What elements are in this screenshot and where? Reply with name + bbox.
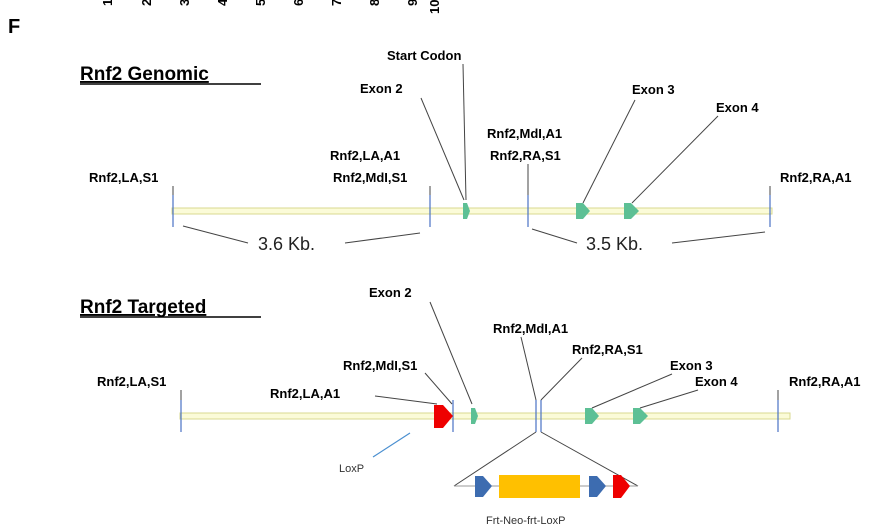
pointer-exon3 [591,373,673,409]
lane-number: 10 [427,0,442,14]
label-ra-a1: Rnf2,RA,A1 [780,170,852,185]
neo-cassette [499,475,580,498]
label-la-s1: Rnf2,LA,S1 [97,374,166,389]
label-exon4: Exon 4 [716,100,759,115]
loxp-arrow [434,405,453,428]
pointer-la-a1 [374,395,438,405]
label-mdl-s1: Rnf2,MdI,S1 [333,170,407,185]
size-bracket-left-a [182,225,249,244]
label-mdl-s1: Rnf2,MdI,S1 [343,358,417,373]
lane-number: 1 [100,0,115,6]
frt-arrow-right [589,476,606,497]
exon2-arrow [463,203,470,219]
label-exon2: Exon 2 [360,81,403,96]
label-exon4: Exon 4 [695,374,738,389]
frt-arrow-left [475,476,492,497]
lane-number: 5 [253,0,268,6]
pointer-mdl-s1 [424,372,453,405]
label-ra-s1: Rnf2,RA,S1 [572,342,643,357]
exon3-arrow [576,203,590,219]
pointer-exon4 [639,389,699,409]
label-mdl-a1: Rnf2,MdI,A1 [487,126,562,141]
lane-number: 2 [139,0,154,6]
size-right: 3.5 Kb. [586,234,643,254]
pointer-loxp [372,432,411,458]
pointer-start-codon [462,63,467,201]
pointer-exon2 [420,97,465,201]
label-la-a1: Rnf2,LA,A1 [270,386,340,401]
lane-number: 7 [329,0,344,6]
loxp-arrow-cassette [613,475,630,498]
genomic-title: Rnf2 Genomic [80,64,209,85]
lane-number: 6 [291,0,306,6]
panel-letter: F [8,16,20,38]
size-bracket-left-b [344,232,421,244]
label-ra-s1: Rnf2,RA,S1 [490,148,561,163]
label-loxp: LoxP [339,463,364,475]
pointer-ra-s1 [540,357,583,401]
pointer-exon4 [631,115,719,204]
label-exon3: Exon 3 [632,82,675,97]
exon2-arrow [471,408,478,424]
lane-number: 9 [405,0,420,6]
label-mdl-a1: Rnf2,MdI,A1 [493,321,568,336]
pointer-exon3 [582,99,636,204]
label-la-a1: Rnf2,LA,A1 [330,148,400,163]
genomic-map: Rnf2 Genomic Rnf2,LA,S1 Rnf2,LA,A1 Rnf2,… [80,48,852,254]
exon4-arrow [633,408,648,424]
label-exon3: Exon 3 [670,358,713,373]
lane-number: 8 [367,0,382,6]
exon3-arrow [585,408,599,424]
exon4-arrow [624,203,639,219]
lane-number: 3 [177,0,192,6]
label-ra-a1: Rnf2,RA,A1 [789,374,861,389]
targeted-map: Rnf2 Targeted Rnf2,LA,S1 Rnf2,LA,A1 Rnf2… [80,285,861,527]
cassette-expand-left [453,431,537,487]
genomic-locus-bar [171,207,773,215]
label-start-codon: Start Codon [387,48,461,63]
size-left: 3.6 Kb. [258,234,315,254]
label-la-s1: Rnf2,LA,S1 [89,170,158,185]
top-lane-numbers: 1 2 3 4 5 6 7 8 9 10 [100,0,442,14]
targeted-locus-bar [179,412,791,420]
label-cassette: Frt-Neo-frt-LoxP [486,515,565,527]
size-bracket-right-a [531,228,578,244]
pointer-exon2 [429,301,473,405]
targeted-title: Rnf2 Targeted [80,297,206,318]
pointer-mdl-a1 [520,336,537,401]
label-exon2: Exon 2 [369,285,412,300]
lane-number: 4 [215,0,230,6]
size-bracket-right-b [671,231,766,244]
